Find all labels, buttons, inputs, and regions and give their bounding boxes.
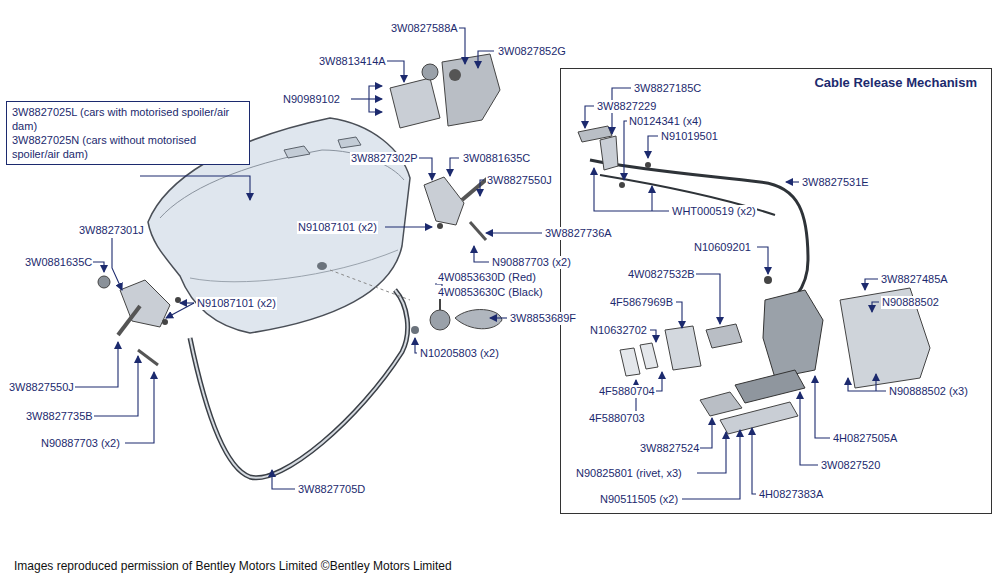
callout-number: N10632702 bbox=[589, 324, 648, 337]
callout-number: 3W0827520 bbox=[820, 459, 881, 472]
callout-number: 3W0881635C bbox=[462, 152, 531, 165]
callout-number: 3W8827736A bbox=[544, 227, 613, 240]
callout-number: 3W0827852G bbox=[497, 45, 567, 58]
callout-number: N10609201 bbox=[693, 241, 752, 254]
section-heading: Cable Release Mechanism bbox=[814, 75, 977, 90]
callout-number: 3W8827185C bbox=[633, 82, 702, 95]
copyright-caption: Images reproduced permission of Bentley … bbox=[14, 559, 452, 573]
callout-number: 3W8813414A bbox=[318, 55, 387, 68]
callout-number: N91087101 (x2) bbox=[196, 297, 277, 310]
callout-number: N90887703 (x2) bbox=[491, 256, 572, 269]
callout-number: 3W8853689F bbox=[509, 312, 577, 325]
section-frame: Cable Release Mechanism bbox=[560, 68, 992, 514]
callout-number: N90887703 (x2) bbox=[40, 437, 121, 450]
callout-number: 3W8827735B bbox=[25, 410, 94, 423]
callout-number: N90511505 (x2) bbox=[599, 493, 679, 506]
callout-number: 4W0827532B bbox=[627, 268, 696, 281]
callout-box: 3W8827025L (cars with motorised spoiler/… bbox=[6, 101, 250, 165]
callout-number: N90825801 (rivet, x3) bbox=[575, 467, 683, 480]
callout-number: 3W8827302P bbox=[350, 152, 419, 165]
callout-number: 3W8827229 bbox=[596, 100, 657, 113]
callout-number: 4F5867969B bbox=[609, 296, 674, 309]
callout-number: 3W8827524 bbox=[639, 442, 700, 455]
callout-number: 3W8827485A bbox=[880, 273, 949, 286]
callout-number: N0124341 (x4) bbox=[628, 115, 703, 128]
part-number-note: 3W8827025L (cars with motorised spoiler/… bbox=[12, 105, 244, 133]
callout-number: 4H0827383A bbox=[758, 488, 824, 501]
callout-number: 3W8827705D bbox=[297, 483, 366, 496]
part-number-note: 3W8827025N (cars without motorised spoil… bbox=[12, 133, 244, 161]
callout-number: 4F5880704 bbox=[598, 385, 656, 398]
callout-number: N90888502 (x3) bbox=[888, 385, 969, 398]
callout-number: N90989102 bbox=[282, 93, 341, 106]
callout-number: N10205803 (x2) bbox=[419, 347, 500, 360]
callout-number: 4W0853630D (Red) bbox=[437, 271, 537, 284]
callout-number: 4F5880703 bbox=[588, 412, 646, 425]
callout-number: 3W8827531E bbox=[801, 176, 870, 189]
callout-number: 3W8827301J bbox=[78, 224, 145, 237]
callout-number: 3W0827588A bbox=[390, 22, 459, 35]
callout-number: N91019501 bbox=[660, 130, 719, 143]
callout-number: N90888502 bbox=[881, 296, 940, 309]
callout-number: N91087101 (x2) bbox=[297, 221, 378, 234]
callout-number: WHT000519 (x2) bbox=[671, 205, 757, 218]
callout-number: 3W8827550J bbox=[8, 381, 75, 394]
callout-number: 4H0827505A bbox=[832, 432, 898, 445]
callout-number: 3W8827550J bbox=[486, 174, 553, 187]
callout-number: 4W0853630C (Black) bbox=[437, 286, 544, 299]
callout-number: 3W0881635C bbox=[24, 256, 93, 269]
